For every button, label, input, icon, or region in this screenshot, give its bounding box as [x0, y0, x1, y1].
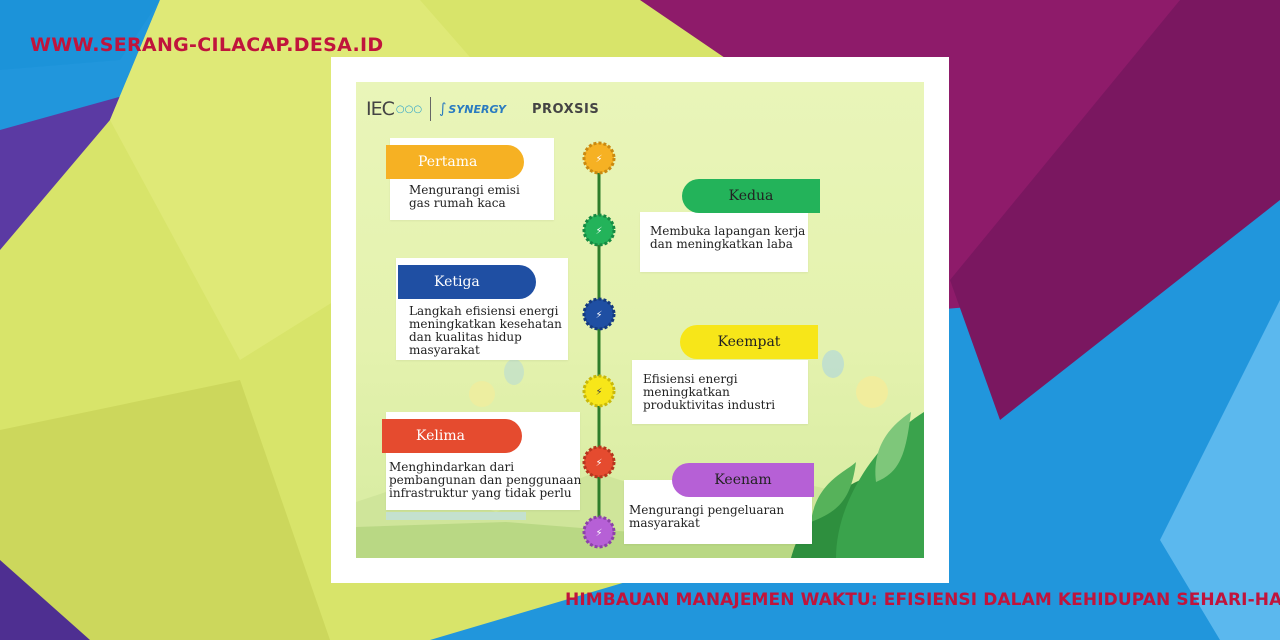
svg-text:⚡: ⚡	[595, 458, 602, 469]
step-label-4: Keempat	[680, 325, 818, 359]
step-text-1: Mengurangi emisi gas rumah kaca	[409, 183, 520, 210]
step-text-6: Mengurangi pengeluaran masyarakat	[629, 503, 785, 530]
gear-node-3: ⚡	[582, 297, 616, 331]
iec-circles-icon: ○○○	[395, 103, 423, 115]
logo-divider	[430, 97, 432, 121]
step-text-4: Efisiensi energi meningkatkan produktivi…	[643, 372, 776, 412]
partner-logos: IEC ○○○ ∫ SYNERGY PROXSIS	[366, 92, 599, 126]
site-url[interactable]: WWW.SERANG-CILACAP.DESA.ID	[30, 34, 384, 56]
gear-node-2: ⚡	[582, 213, 616, 247]
step-text-2: Membuka lapangan kerja dan meningkatkan …	[650, 224, 806, 251]
synergy-swoosh-icon: ∫	[439, 101, 447, 117]
svg-text:⚡: ⚡	[595, 387, 602, 398]
gear-node-4: ⚡	[582, 374, 616, 408]
svg-text:⚡: ⚡	[595, 154, 602, 165]
step-card-4	[632, 360, 808, 424]
proxsis-logo: PROXSIS	[532, 101, 600, 117]
article-title[interactable]: HIMBAUAN MANAJEMEN WAKTU: EFISIENSI DALA…	[565, 590, 1280, 610]
svg-text:⚡: ⚡	[595, 528, 602, 539]
iec-logo: IEC	[366, 98, 395, 120]
gear-node-6: ⚡	[582, 515, 616, 549]
step-label-6: Keenam	[672, 463, 814, 497]
step-card-2	[640, 212, 808, 272]
svg-text:⚡: ⚡	[595, 310, 602, 321]
gear-node-5: ⚡	[582, 445, 616, 479]
gear-node-1: ⚡	[582, 141, 616, 175]
step-label-2: Kedua	[682, 179, 820, 213]
infographic: ⚡ ⚡ ⚡ ⚡ ⚡ ⚡ IEC ○○○ ∫ SYNERGY PROXSIS Pe…	[356, 82, 924, 558]
step-text-5: Menghindarkan dari pembangunan dan pengg…	[389, 460, 582, 500]
step-label-5: Kelima	[382, 419, 522, 453]
svg-text:⚡: ⚡	[595, 226, 602, 237]
step-label-3: Ketiga	[398, 265, 536, 299]
step-label-1: Pertama	[386, 145, 524, 179]
step-text-3: Langkah efisiensi energi meningkatkan ke…	[409, 304, 562, 357]
synergy-logo: SYNERGY	[448, 102, 506, 116]
